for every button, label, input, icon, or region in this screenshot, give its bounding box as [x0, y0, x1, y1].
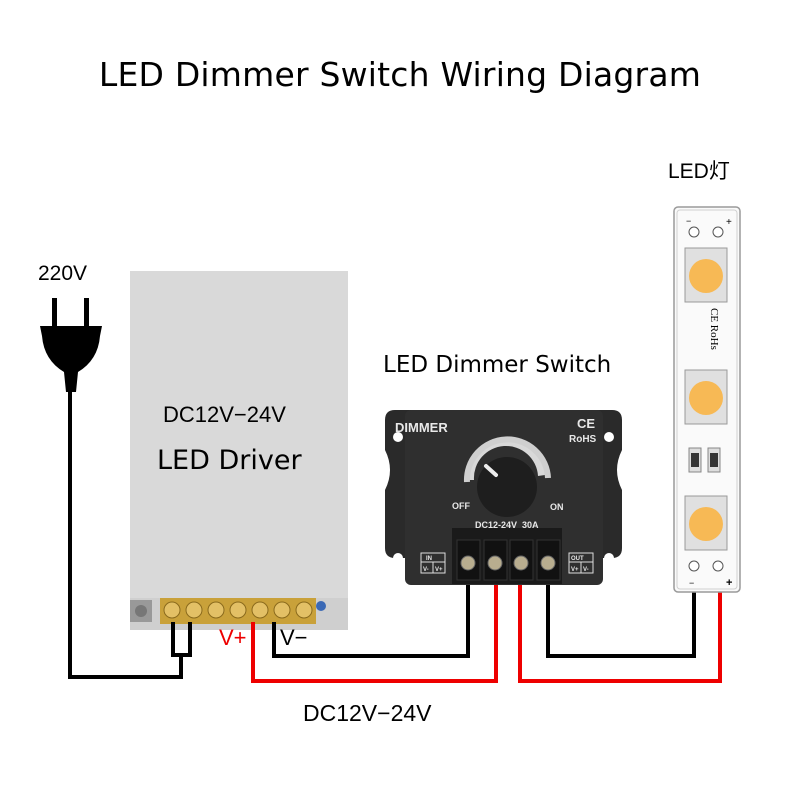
strip-marking: CE RoHs	[708, 308, 720, 350]
knob-indicator	[484, 464, 498, 477]
rohs-mark: RoHS	[569, 434, 597, 445]
strip-bottom-minus: −	[689, 578, 694, 588]
in-terminal-neg: V-	[423, 567, 429, 573]
wire-driver-positive-to-dimmer	[251, 572, 498, 683]
led-chip	[684, 247, 728, 303]
wire-mains-loop	[171, 622, 192, 657]
power-plug-icon	[40, 298, 102, 402]
in-terminal-pos: V+	[435, 567, 443, 573]
led-strip-label: LED灯	[668, 160, 730, 183]
led-strip: − + − + CE RoHs	[673, 206, 741, 593]
dimmer-brand: DIMMER	[395, 420, 448, 435]
dimmer-rating: DC12-24V 30A	[475, 520, 539, 530]
dimmer-switch-label: LED Dimmer Switch	[383, 352, 612, 378]
out-label: OUT	[571, 556, 584, 562]
knob-off-label: OFF	[452, 501, 470, 511]
in-label: IN	[426, 556, 432, 562]
power-source-label: 220V	[38, 262, 88, 285]
driver-terminal-block	[130, 598, 348, 630]
strip-top-minus: −	[686, 216, 691, 226]
out-terminal-neg: V-	[583, 567, 589, 573]
wire-dimmer-negative-to-led	[546, 567, 696, 658]
dimmer-terminal-out-pos	[513, 555, 529, 571]
led-driver-body	[130, 271, 348, 616]
out-terminal-pos: V+	[571, 567, 579, 573]
strip-bottom-plus: +	[726, 577, 732, 589]
led-chip	[684, 495, 728, 551]
wire-driver-negative-to-dimmer	[272, 572, 470, 658]
driver-negative-label: V−	[280, 625, 308, 650]
driver-positive-label: V+	[219, 625, 247, 650]
knob-on-label: ON	[550, 502, 564, 512]
bus-voltage-label: DC12V−24V	[303, 700, 432, 726]
driver-name-label: LED Driver	[157, 445, 302, 476]
dimmer-scale-arc	[463, 436, 551, 483]
dimmer-switch[interactable]	[385, 410, 622, 585]
driver-voltage-label: DC12V−24V	[163, 402, 286, 427]
resistor	[688, 447, 721, 473]
ce-mark: CE	[577, 416, 595, 431]
diagram-title: LED Dimmer Switch Wiring Diagram	[98, 55, 702, 94]
strip-top-plus: +	[726, 217, 732, 228]
led-chip	[684, 369, 728, 425]
dimmer-terminal-out-neg	[540, 555, 556, 571]
wire-mains-to-driver	[68, 400, 183, 679]
wire-dimmer-positive-to-led	[518, 567, 722, 683]
dimmer-terminal-in-pos	[487, 555, 503, 571]
dimmer-terminal-in-neg	[460, 555, 476, 571]
